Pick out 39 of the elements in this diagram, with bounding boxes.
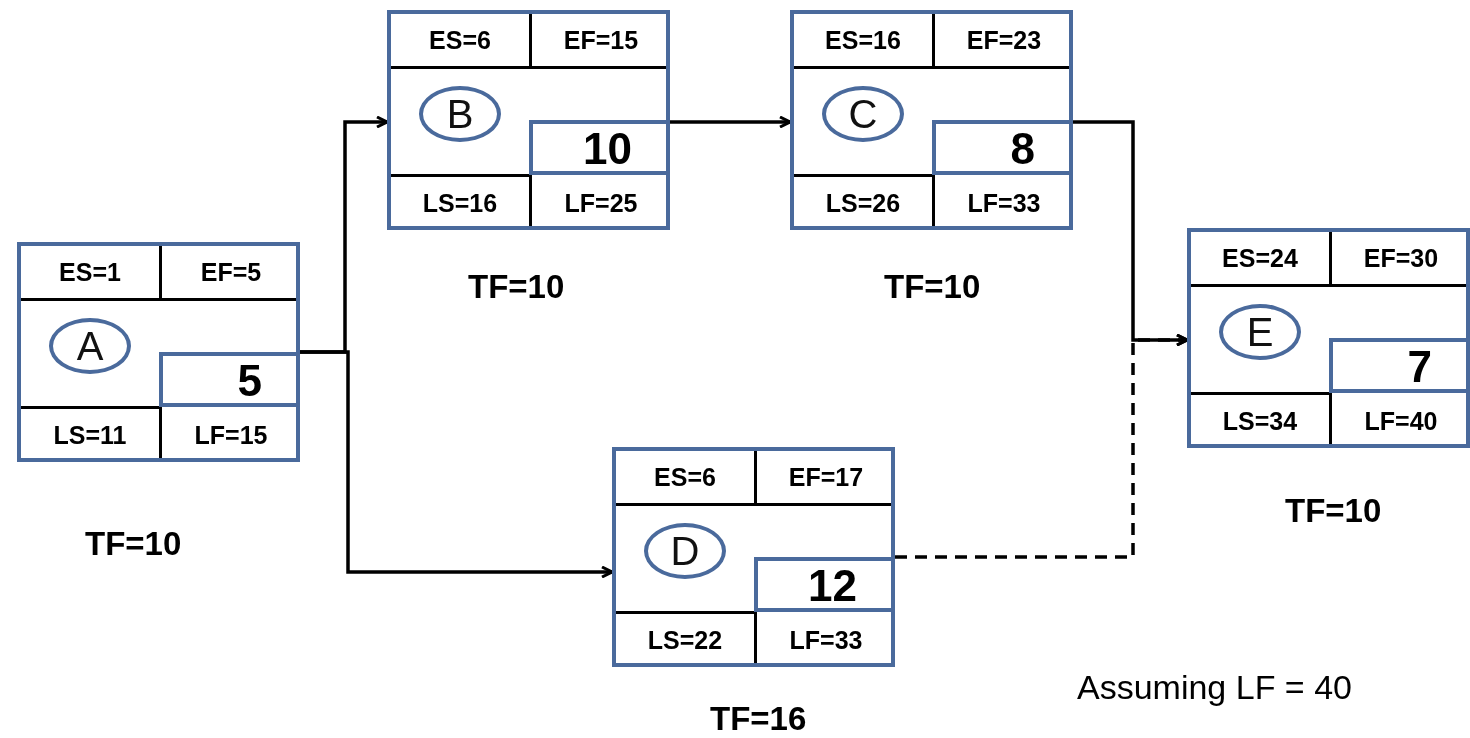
activity-id-ellipse: D [644, 523, 726, 579]
activity-box [612, 447, 895, 667]
activity-box [387, 10, 670, 230]
cell-value: ES=16 [824, 25, 902, 56]
activity-id-ellipse: A [49, 318, 131, 374]
cell-value: ES=24 [1221, 243, 1299, 274]
cell-value: LF=33 [788, 625, 864, 656]
dashed-arrow [895, 333, 1189, 559]
activity-box [17, 242, 300, 462]
cell-value: EF=23 [965, 25, 1043, 56]
cell-value: LF=33 [966, 188, 1042, 219]
activity-id-ellipse: E [1219, 304, 1301, 360]
activity-box [790, 10, 1073, 230]
cell-value: ES=6 [653, 462, 717, 493]
arrow [300, 350, 614, 579]
cell-value: EF=5 [199, 257, 263, 288]
total-float-label: TF=10 [85, 525, 182, 563]
cell-value: LS=22 [646, 625, 724, 656]
cell-value: ES=1 [58, 257, 122, 288]
cell-value: EF=30 [1362, 243, 1440, 274]
total-float-label: TF=16 [710, 700, 807, 738]
activity-box [1187, 228, 1470, 448]
cell-value: ES=6 [428, 25, 492, 56]
cell-value: LF=15 [193, 420, 269, 451]
cell-value: LS=34 [1221, 406, 1299, 437]
total-float-label: TF=10 [1285, 492, 1382, 530]
activity-id-ellipse: B [419, 86, 501, 142]
cell-value: LF=25 [563, 188, 639, 219]
cell-value: LF=40 [1363, 406, 1439, 437]
total-float-label: TF=10 [468, 268, 565, 306]
cell-value: EF=15 [562, 25, 640, 56]
cell-value: LS=16 [421, 188, 499, 219]
note: Assuming LF = 40 [1077, 668, 1352, 707]
cell-value: LS=26 [824, 188, 902, 219]
cell-value: EF=17 [787, 462, 865, 493]
cell-value: LS=11 [52, 420, 128, 451]
total-float-label: TF=10 [884, 268, 981, 306]
arrow [670, 115, 792, 129]
activity-id-ellipse: C [822, 86, 904, 142]
